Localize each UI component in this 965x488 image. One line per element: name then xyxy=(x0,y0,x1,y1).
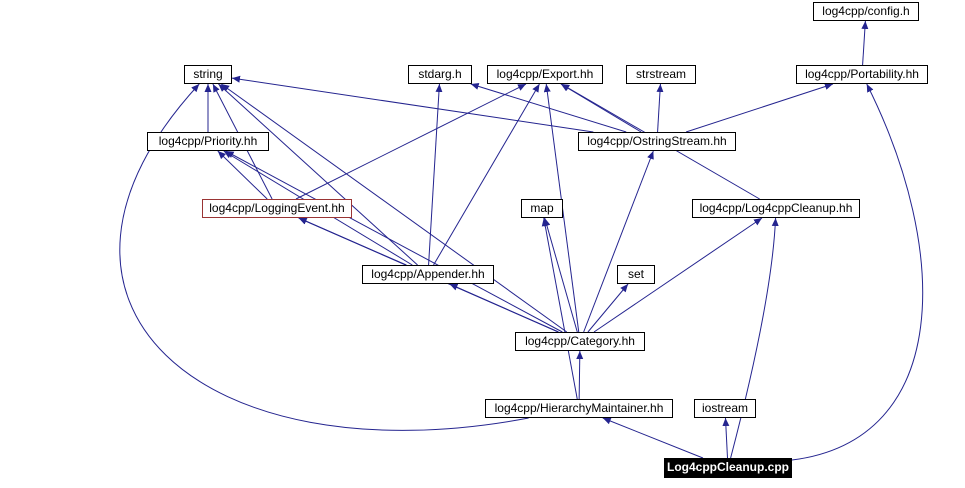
node-iostream: iostream xyxy=(694,399,756,418)
edge-cpp-to-hierarchy xyxy=(602,417,704,459)
node-log4cpp-category-hh[interactable]: log4cpp/Category.hh xyxy=(515,332,645,351)
node-log4cpp-log4cppcleanup-hh[interactable]: log4cpp/Log4cppCleanup.hh xyxy=(692,199,860,218)
edge-category-to-ostring xyxy=(583,150,654,333)
edge-ostring-to-strstream xyxy=(656,83,664,133)
node-strstream: strstream xyxy=(626,65,696,84)
node-log4cpp-export-hh[interactable]: log4cpp/Export.hh xyxy=(487,65,603,84)
node-log4cpp-portability-hh[interactable]: log4cpp/Portability.hh xyxy=(796,65,928,84)
node-stdarg-h: stdarg.h xyxy=(408,65,472,84)
edge-logevent-to-priority xyxy=(217,150,268,200)
edge-category-to-set xyxy=(587,283,629,333)
node-log4cpp-priority-hh[interactable]: log4cpp/Priority.hh xyxy=(147,132,269,151)
node-string: string xyxy=(184,65,232,84)
edge-hierarchy-to-string xyxy=(119,83,529,431)
node-log4cppcleanup-cpp: Log4cppCleanup.cpp xyxy=(664,458,792,478)
node-set: set xyxy=(617,265,655,284)
node-map: map xyxy=(521,199,563,218)
edge-appender-to-export xyxy=(433,83,540,266)
edge-category-to-map xyxy=(543,217,578,333)
edge-category-to-cleanup_hh xyxy=(593,217,763,333)
edge-category-to-string xyxy=(220,83,568,333)
node-log4cpp-appender-hh[interactable]: log4cpp/Appender.hh xyxy=(362,265,494,284)
edge-cpp-to-portability xyxy=(791,83,924,461)
edge-hierarchy-to-category xyxy=(576,350,584,400)
edge-category-to-priority xyxy=(225,150,563,333)
edge-ostring-to-portability xyxy=(685,83,834,133)
edge-cpp-to-cleanup_hh xyxy=(730,217,779,459)
edge-appender-to-stdarg xyxy=(428,83,443,266)
edge-ostring-to-string xyxy=(231,75,594,133)
edge-logevent-to-export xyxy=(295,83,527,200)
edge-appender-to-string xyxy=(218,83,418,266)
node-log4cpp-ostringstream-hh[interactable]: log4cpp/OstringStream.hh xyxy=(578,132,736,151)
node-log4cpp-hierarchymaintainer-hh[interactable]: log4cpp/HierarchyMaintainer.hh xyxy=(485,399,673,418)
edge-portability-to-config xyxy=(861,20,869,66)
edge-hierarchy-to-map xyxy=(541,217,578,400)
edge-ostring-to-stdarg xyxy=(470,83,627,133)
node-log4cpp-loggingevent-hh[interactable]: log4cpp/LoggingEvent.hh xyxy=(202,199,352,218)
edge-cpp-to-iostream xyxy=(722,417,730,459)
node-log4cpp-config-h[interactable]: log4cpp/config.h xyxy=(813,2,919,21)
